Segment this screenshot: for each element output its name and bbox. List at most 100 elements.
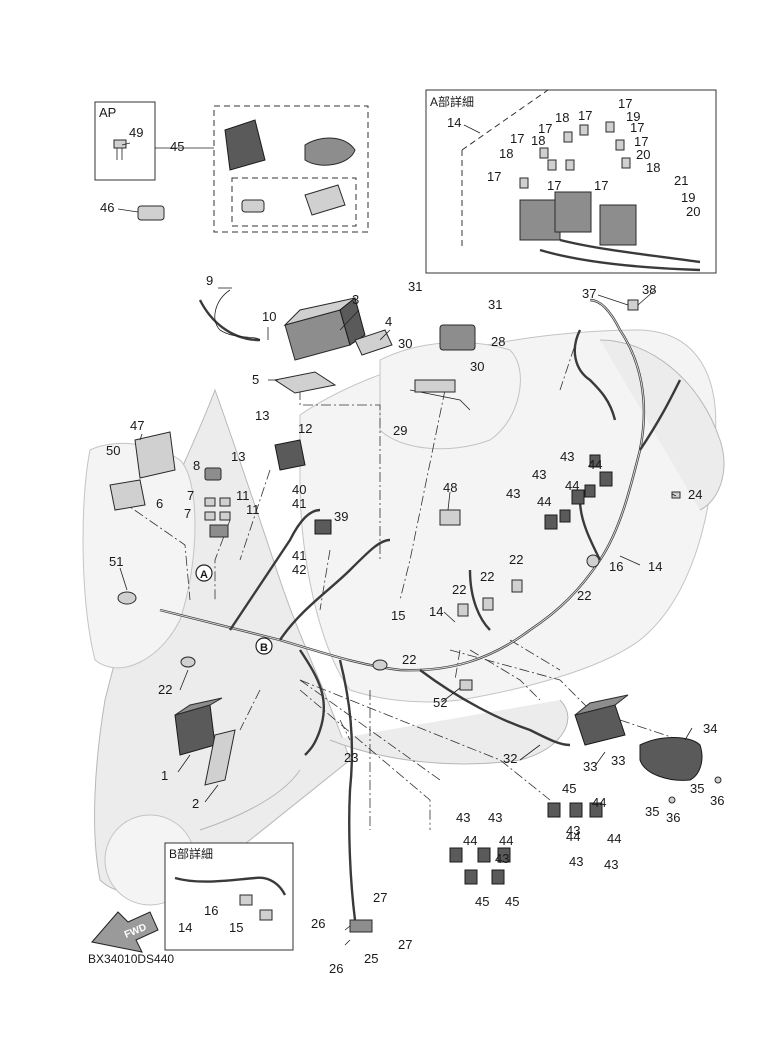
callout: 19	[681, 190, 695, 205]
callout: 45	[170, 139, 184, 154]
callout: 15	[229, 920, 243, 935]
callout: 45	[505, 894, 519, 909]
callout: 35	[690, 781, 704, 796]
callout: 44	[566, 829, 580, 844]
marker-a: A	[200, 569, 208, 581]
callout: 20	[686, 204, 700, 219]
callout: 44	[537, 494, 551, 509]
callout: 22	[509, 552, 523, 567]
callout-numbers: 1 2 3 4 5 6 7 7 8 9 10 11 11 12 13 13 14…	[100, 96, 724, 976]
callout: 43	[604, 857, 618, 872]
callout: 36	[666, 810, 680, 825]
fwd-arrow-icon: FWD	[91, 911, 159, 953]
callout: 12	[298, 421, 312, 436]
callout: 25	[364, 951, 378, 966]
callout: 26	[311, 916, 325, 931]
callout: 44	[499, 833, 513, 848]
callout: 11	[246, 502, 260, 517]
callout: 18	[531, 133, 545, 148]
callout: 45	[562, 781, 576, 796]
callout: 17	[487, 169, 501, 184]
callout: 8	[193, 458, 200, 473]
box-ap-title: AP	[99, 105, 116, 120]
callout: 43	[506, 486, 520, 501]
callout: 7	[184, 506, 191, 521]
callout: 22	[577, 588, 591, 603]
callout: 29	[393, 423, 407, 438]
callout: 35	[645, 804, 659, 819]
callout: 48	[443, 480, 457, 495]
callout: 31	[488, 297, 502, 312]
detail-a-title: A部詳細	[430, 94, 474, 109]
callout: 22	[158, 682, 172, 697]
callout: 24	[688, 487, 702, 502]
callout: 44	[463, 833, 477, 848]
callout: 16	[204, 903, 218, 918]
callout: 22	[402, 652, 416, 667]
callout: 22	[452, 582, 466, 597]
detail-b-box	[164, 842, 294, 951]
box-46	[213, 105, 369, 233]
callout: 44	[607, 831, 621, 846]
callout: 37	[582, 286, 596, 301]
callout: 4	[385, 314, 392, 329]
callout: 39	[334, 509, 348, 524]
callout: 5	[252, 372, 259, 387]
callout: 14	[178, 920, 192, 935]
detail-b-title: B部詳細	[169, 846, 213, 861]
detail-a-drawing	[461, 89, 701, 272]
callout: 27	[373, 890, 387, 905]
callout: 14	[648, 559, 662, 574]
callout: 32	[503, 751, 517, 766]
callout: 16	[609, 559, 623, 574]
callout: 14	[429, 604, 443, 619]
main-wire-harness	[159, 298, 682, 921]
callout: 7	[187, 488, 194, 503]
callout: 41	[292, 496, 306, 511]
callout: 44	[592, 795, 606, 810]
callout: 6	[156, 496, 163, 511]
scooter-body-outline	[82, 329, 725, 906]
callout: 41	[292, 548, 306, 563]
callout: 1	[161, 768, 168, 783]
callout: 17	[510, 131, 524, 146]
callout: 18	[499, 146, 513, 161]
callout: 52	[433, 695, 447, 710]
callout: 26	[329, 961, 343, 976]
callout: 43	[569, 854, 583, 869]
diagram-code: BX34010DS440	[88, 952, 174, 966]
callout-leaders	[117, 124, 693, 946]
parts	[109, 289, 722, 933]
detail-a-box	[425, 89, 717, 274]
callout: 18	[555, 110, 569, 125]
callout: 13	[231, 449, 245, 464]
callout: 38	[642, 282, 656, 297]
callout: 44	[588, 457, 602, 472]
callout: 13	[255, 408, 269, 423]
marker-b: B	[260, 642, 268, 654]
callout: 27	[398, 937, 412, 952]
callout: 51	[109, 554, 123, 569]
callout: 11	[236, 488, 250, 503]
callout: 17	[538, 121, 552, 136]
callout: 43	[532, 467, 546, 482]
callout: 17	[547, 178, 561, 193]
callout: 43	[488, 810, 502, 825]
callout: 33	[583, 759, 597, 774]
callout: 9	[206, 273, 213, 288]
callout: 40	[292, 482, 306, 497]
callout: 49	[129, 125, 143, 140]
callout: 43	[560, 449, 574, 464]
callout: 50	[106, 443, 120, 458]
callout: 17	[634, 134, 648, 149]
callout: 22	[480, 569, 494, 584]
callout: 34	[703, 721, 717, 736]
callout: 10	[262, 309, 276, 324]
callout: 46	[100, 200, 114, 215]
callout: 18	[646, 160, 660, 175]
callout: 20	[636, 147, 650, 162]
callout: 19	[626, 109, 640, 124]
callout: 44	[565, 478, 579, 493]
callout: 43	[566, 823, 580, 838]
